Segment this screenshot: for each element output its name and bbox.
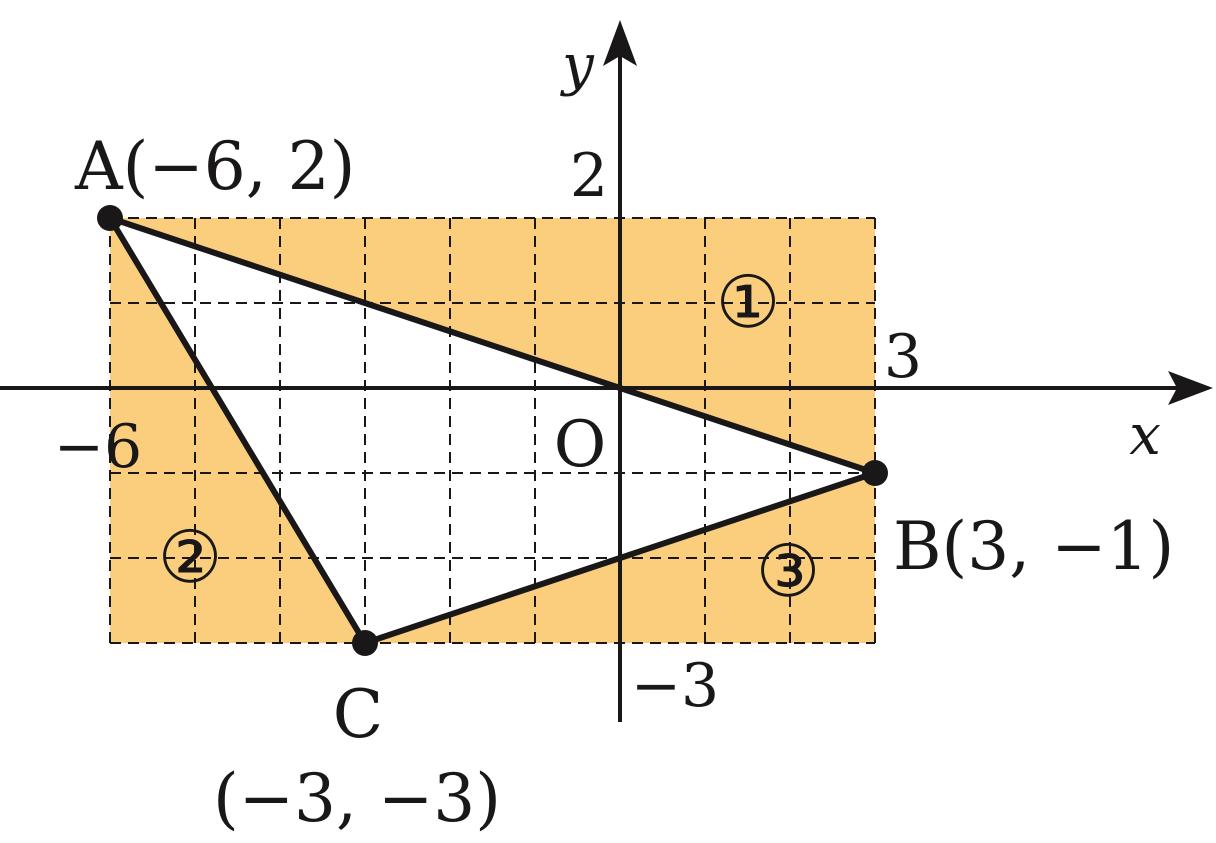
tick-y-pos2: 2 — [570, 141, 608, 211]
point-b — [862, 460, 888, 486]
dashed-grid — [109, 217, 876, 644]
region-1-label: ① — [716, 260, 781, 344]
segment-bc — [362, 470, 878, 646]
tick-x-neg6: −6 — [54, 412, 142, 482]
tick-x-pos3: 3 — [884, 322, 922, 392]
tick-y-neg3: −3 — [631, 651, 719, 721]
x-axis-label: x — [1129, 403, 1161, 468]
point-a-name: A — [74, 128, 124, 205]
point-b-name: B — [893, 508, 942, 585]
region-2-label: ② — [158, 515, 223, 599]
point-c — [352, 630, 378, 656]
x-axis-arrowhead — [1168, 371, 1213, 405]
point-b-coordinates: (3, −1) — [942, 508, 1175, 585]
point-c-name: C — [333, 676, 384, 753]
point-a-coordinates: (−6, 2) — [123, 128, 356, 205]
point-b-label: B(3, −1) — [893, 508, 1174, 585]
point-c-coordinates: (−3, −3) — [213, 760, 501, 837]
origin-label: O — [554, 408, 606, 482]
point-a — [97, 205, 123, 231]
y-axis-arrowhead — [603, 20, 637, 66]
segment-ca — [107, 215, 368, 646]
region-3-label: ③ — [756, 529, 821, 613]
point-a-label: A(−6, 2) — [74, 128, 355, 205]
segment-ab — [107, 215, 878, 476]
y-axis-label: y — [559, 33, 595, 98]
